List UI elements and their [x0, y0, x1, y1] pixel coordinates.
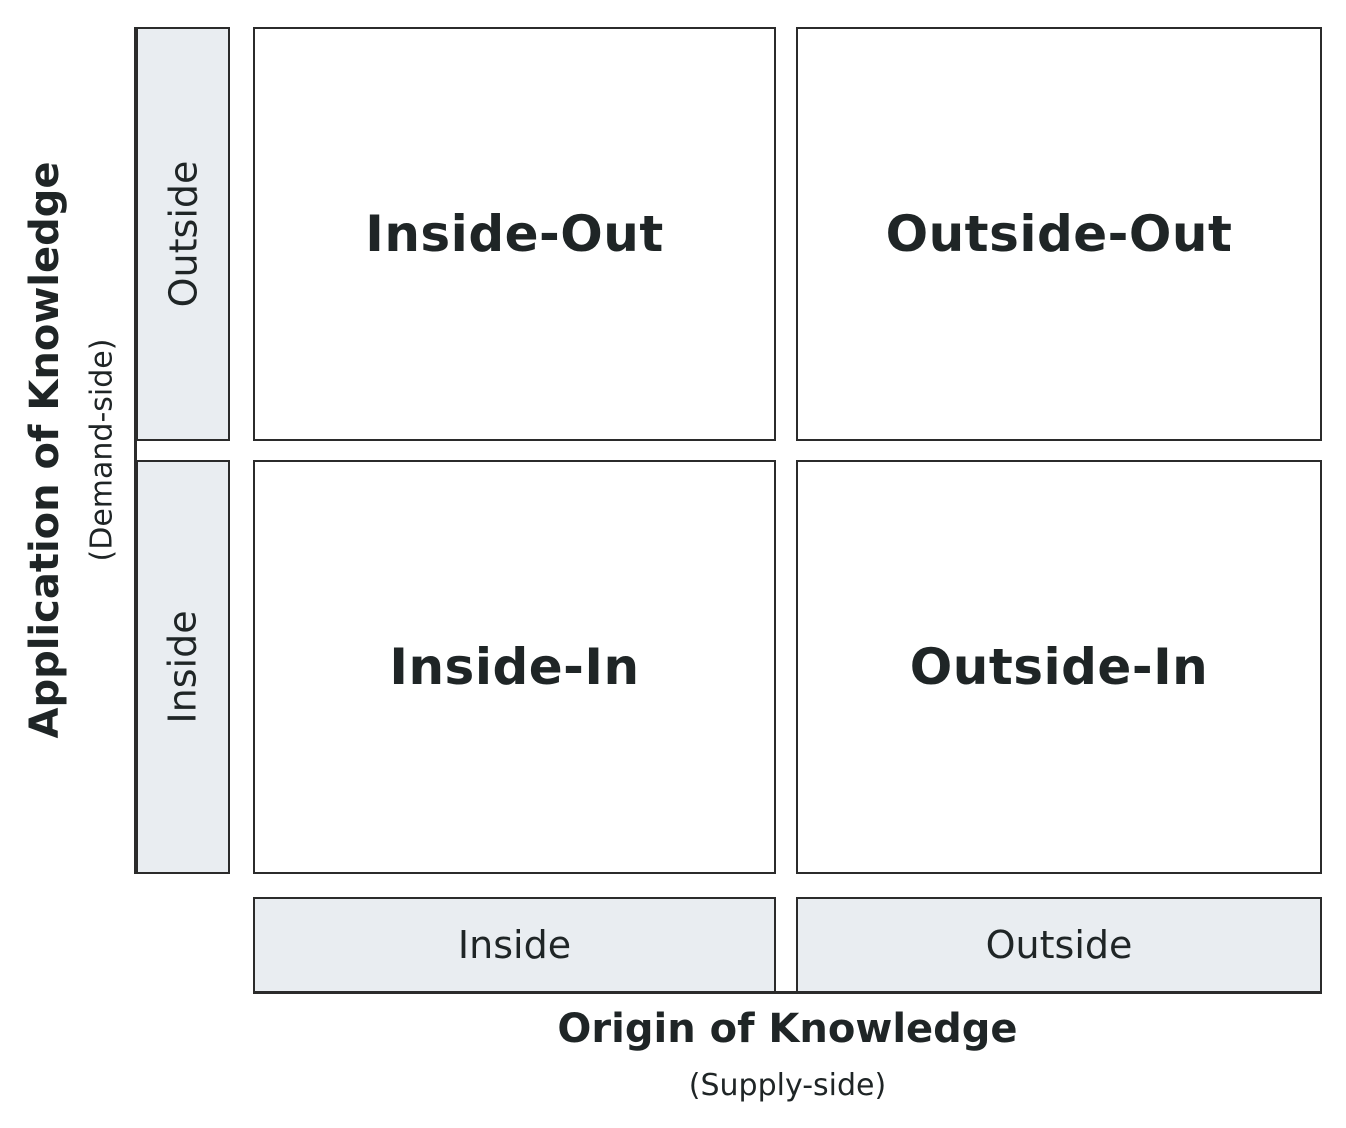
- x-axis-line: [253, 991, 1322, 994]
- quadrant-inside-in: Inside-In: [253, 460, 776, 874]
- x-label-inside-text: Inside: [457, 923, 572, 967]
- y-label-inside-text: Inside: [161, 610, 205, 724]
- quadrant-outside-in: Outside-In: [796, 460, 1322, 874]
- y-axis-subtitle: (Demand-side): [84, 338, 120, 562]
- y-label-inside: Inside: [136, 460, 230, 874]
- x-label-inside: Inside: [253, 897, 776, 993]
- x-label-outside-text: Outside: [985, 923, 1133, 967]
- quadrant-outside-in-label: Outside-In: [909, 638, 1209, 696]
- quadrant-inside-in-label: Inside-In: [389, 638, 640, 696]
- x-label-outside: Outside: [796, 897, 1322, 993]
- y-label-outside-text: Outside: [161, 160, 205, 308]
- quadrant-inside-out: Inside-Out: [253, 27, 776, 441]
- y-axis-title: Application of Knowledge: [22, 161, 68, 739]
- x-axis-title: Origin of Knowledge: [557, 1006, 1018, 1052]
- y-label-outside: Outside: [136, 27, 230, 441]
- quadrant-outside-out-label: Outside-Out: [885, 205, 1233, 263]
- quadrant-inside-out-label: Inside-Out: [365, 205, 664, 263]
- quadrant-outside-out: Outside-Out: [796, 27, 1322, 441]
- x-axis-subtitle: (Supply-side): [688, 1068, 887, 1103]
- y-axis-line: [134, 27, 137, 874]
